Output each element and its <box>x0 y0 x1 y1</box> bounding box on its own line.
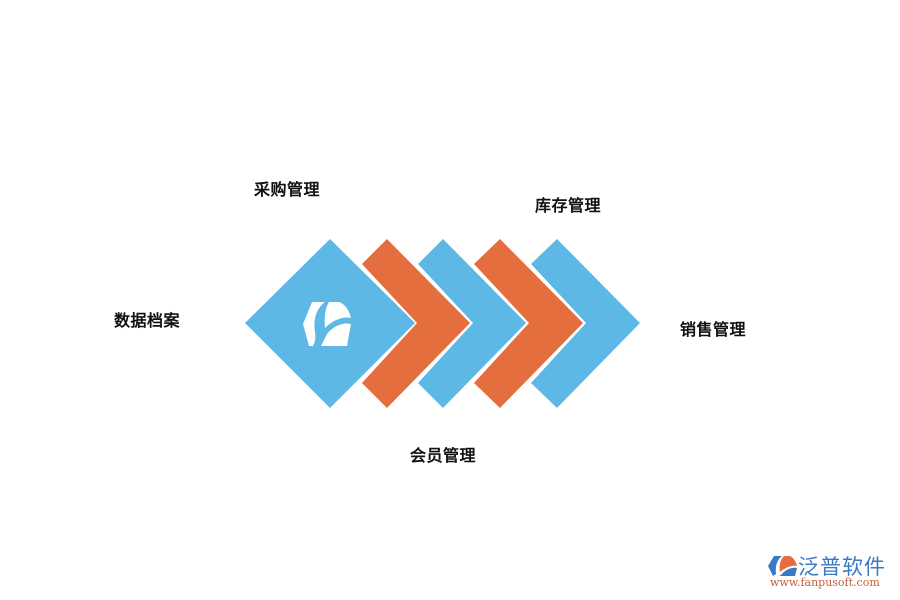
label-member: 会员管理 <box>410 446 477 465</box>
chevron-1-orange <box>362 239 470 408</box>
fanpu-logo-icon <box>303 302 351 346</box>
brand-name: 泛普软件 <box>798 555 886 579</box>
label-sales: 销售管理 <box>680 320 747 339</box>
brand-watermark: 泛普软件 www.fanpusoft.com <box>766 553 896 593</box>
chevron-2-blue <box>418 239 526 408</box>
label-data-archive: 数据档案 <box>114 311 181 330</box>
brand-logo-icon <box>768 556 797 576</box>
label-inventory: 库存管理 <box>535 196 602 215</box>
label-purchase: 采购管理 <box>254 180 321 199</box>
chevron-4-blue <box>531 239 640 408</box>
chevron-3-orange <box>474 239 583 408</box>
brand-url: www.fanpusoft.com <box>770 576 880 589</box>
